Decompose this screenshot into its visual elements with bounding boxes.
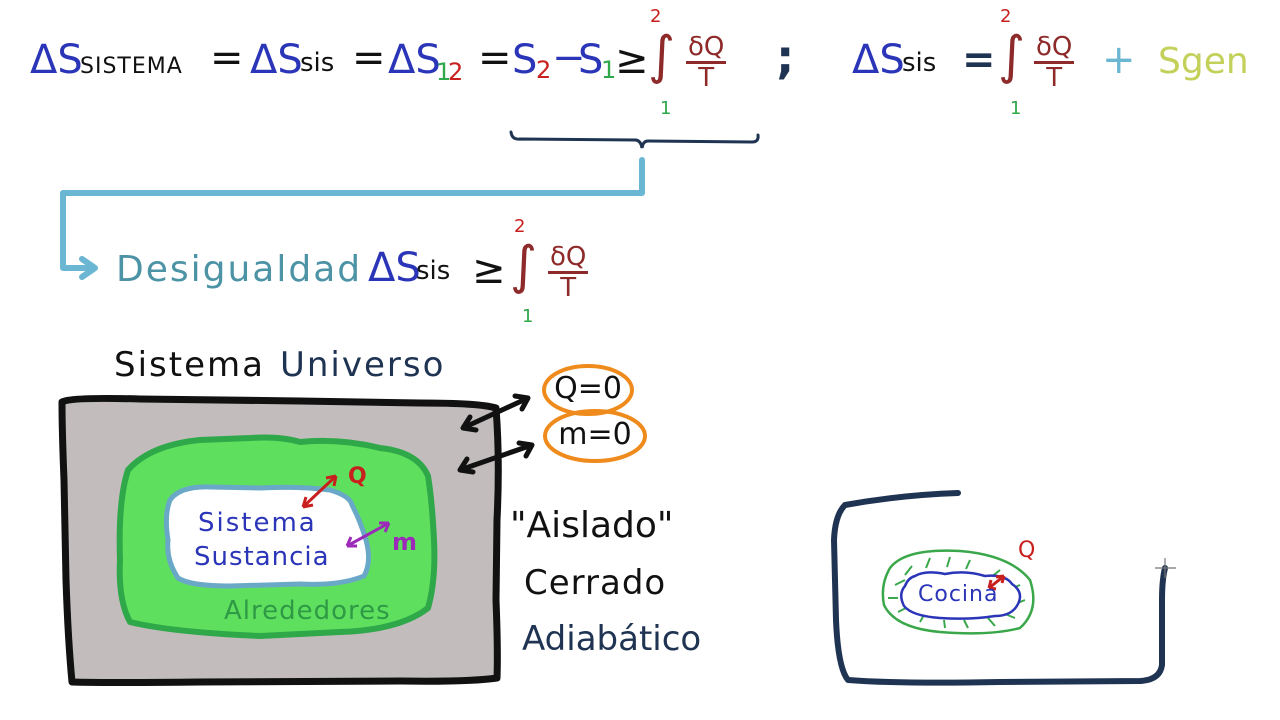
integral-sign: ∫ — [998, 26, 1026, 86]
semicolon-separator: ; — [776, 30, 795, 84]
subscript-2: 2 — [448, 58, 464, 86]
crosshair-cursor-icon — [1155, 558, 1176, 578]
equals-sign: = — [962, 37, 996, 83]
system-region — [163, 484, 372, 589]
inequality-label: Desigualdad — [116, 249, 363, 290]
s2-subscript: 2 — [536, 56, 552, 84]
surroundings-label: Alrededores — [224, 596, 391, 626]
condition-mass-zero: m=0 — [558, 417, 632, 452]
underbrace — [509, 130, 760, 149]
upper-limit: 2 — [1000, 6, 1012, 27]
integral-sign: ∫ — [648, 26, 676, 86]
delta-s-symbol: ΔS — [250, 37, 303, 83]
delta-s-symbol: ΔS — [388, 37, 441, 83]
kitchen-enclosure — [831, 490, 1168, 686]
delta-s-symbol: ΔS — [368, 245, 421, 291]
upper-limit: 2 — [650, 6, 662, 27]
universe-title-system: Sistema — [114, 345, 265, 385]
arrow-head-icon — [79, 256, 98, 280]
system-label-line2: Sustancia — [194, 542, 330, 572]
equals-sign: = — [352, 35, 386, 81]
condition-oval-heat — [542, 364, 634, 416]
boundary-arrow-heat — [461, 395, 530, 431]
upper-limit: 2 — [514, 216, 526, 237]
denominator: T — [698, 63, 715, 93]
condition-heat-zero: Q=0 — [554, 371, 622, 406]
subscript-sistema: SISTEMA — [80, 54, 183, 79]
classification-closed: Cerrado — [524, 563, 667, 603]
kitchen-insulation — [881, 549, 1035, 635]
fraction-dq-over-t: δQ T — [548, 242, 589, 303]
classification-adiabatic: Adiabático — [522, 619, 702, 659]
subscript-sis: sis — [300, 48, 335, 78]
geq-sign: ≥ — [615, 37, 649, 83]
mass-arrow — [346, 521, 390, 548]
connector-arrow — [60, 157, 645, 271]
delta-s-symbol: ΔS — [30, 37, 83, 83]
s2-symbol: S — [512, 37, 538, 83]
delta-s-symbol: ΔS — [852, 37, 905, 83]
plus-sign: + — [1102, 37, 1136, 83]
heat-label: Q — [348, 464, 367, 489]
numerator: δQ — [686, 32, 727, 64]
subscript-sis: sis — [416, 256, 451, 286]
kitchen-heat-label: Q — [1018, 538, 1036, 563]
fraction-dq-over-t: δQ T — [1034, 32, 1075, 93]
system-label-line1: Sistema — [198, 508, 317, 538]
boundary-arrow-mass — [459, 442, 533, 473]
classification-isolated: "Aislado" — [510, 505, 674, 546]
heat-arrow — [301, 474, 338, 509]
entropy-generated: Sgen — [1158, 41, 1249, 82]
lower-limit: 1 — [660, 98, 672, 119]
lower-limit: 1 — [1010, 98, 1022, 119]
mass-label: m — [392, 528, 418, 556]
numerator: δQ — [1034, 32, 1075, 64]
equals-sign: = — [210, 35, 244, 81]
minus-sign: − — [552, 35, 586, 81]
lower-limit: 1 — [522, 306, 534, 327]
integral-sign: ∫ — [510, 236, 538, 296]
fraction-dq-over-t: δQ T — [686, 32, 727, 93]
subscript-sis: sis — [902, 48, 937, 78]
subscript-1: 1 — [436, 58, 452, 86]
denominator: T — [1046, 63, 1063, 93]
geq-sign: ≥ — [472, 247, 506, 293]
kitchen-label: Cocina — [918, 582, 999, 607]
equals-sign: = — [478, 35, 512, 81]
denominator: T — [560, 273, 577, 303]
numerator: δQ — [548, 242, 589, 274]
universe-title-universe: Universo — [280, 345, 446, 385]
kitchen-heat-arrow — [988, 574, 1005, 590]
s1-symbol: S — [578, 37, 604, 83]
s1-subscript: 1 — [601, 56, 617, 84]
condition-oval-mass — [543, 409, 647, 463]
